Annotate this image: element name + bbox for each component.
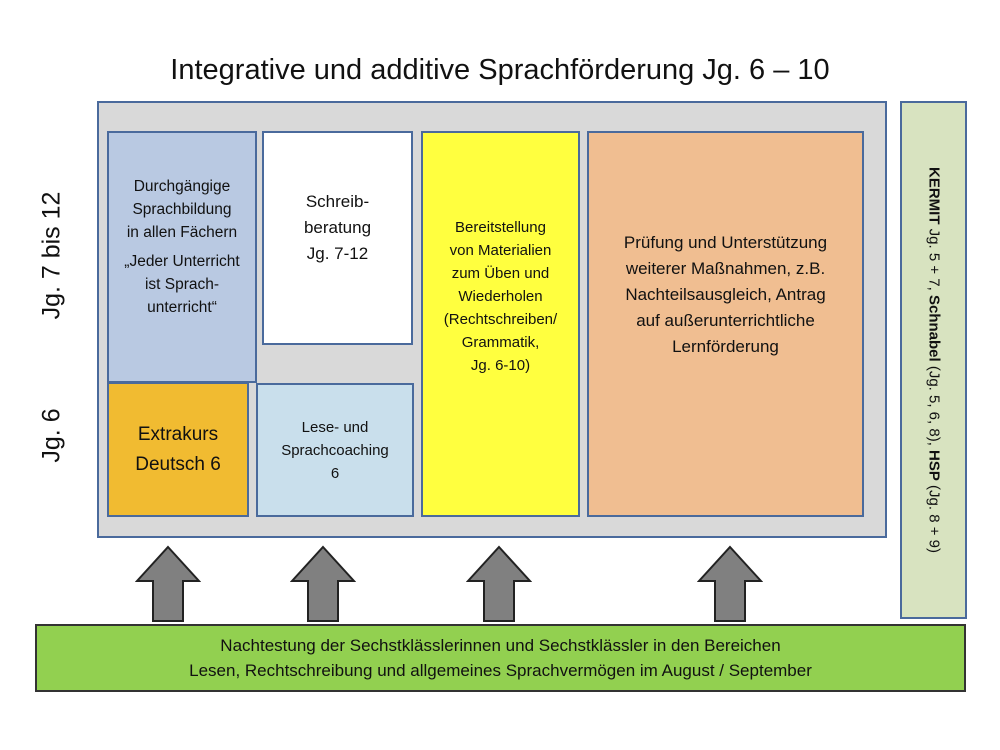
materialien-box: Bereitstellung von Materialien zum Üben … <box>421 131 580 517</box>
lesecoaching-box: Lese- und Sprachcoaching 6 <box>256 383 414 517</box>
extrakurs-box: Extrakurs Deutsch 6 <box>107 382 249 517</box>
sprachbildung-box: Durchgängige Sprachbildung in allen Fäch… <box>107 131 257 383</box>
up-arrow-icon <box>290 545 356 622</box>
side-label-lower: Jg. 6 <box>37 407 66 463</box>
nachtestung-bar: Nachtestung der Sechstklässlerinnen und … <box>35 624 966 692</box>
schreibberatung-box: Schreib- beratung Jg. 7-12 <box>262 131 413 345</box>
side-label-upper: Jg. 7 bis 12 <box>37 191 66 319</box>
up-arrow-icon <box>466 545 532 622</box>
up-arrow-icon <box>697 545 763 622</box>
diagnostic-tests-box: KERMIT Jg. 5 + 7, Schnabel (Jg. 5, 6, 8)… <box>900 101 967 619</box>
up-arrow-icon <box>135 545 201 622</box>
page-title: Integrative und additive Sprachförderung… <box>170 54 830 86</box>
pruefung-box: Prüfung und Unterstützung weiterer Maßna… <box>587 131 864 517</box>
diagnostic-tests-text: KERMIT Jg. 5 + 7, Schnabel (Jg. 5, 6, 8)… <box>925 167 942 553</box>
